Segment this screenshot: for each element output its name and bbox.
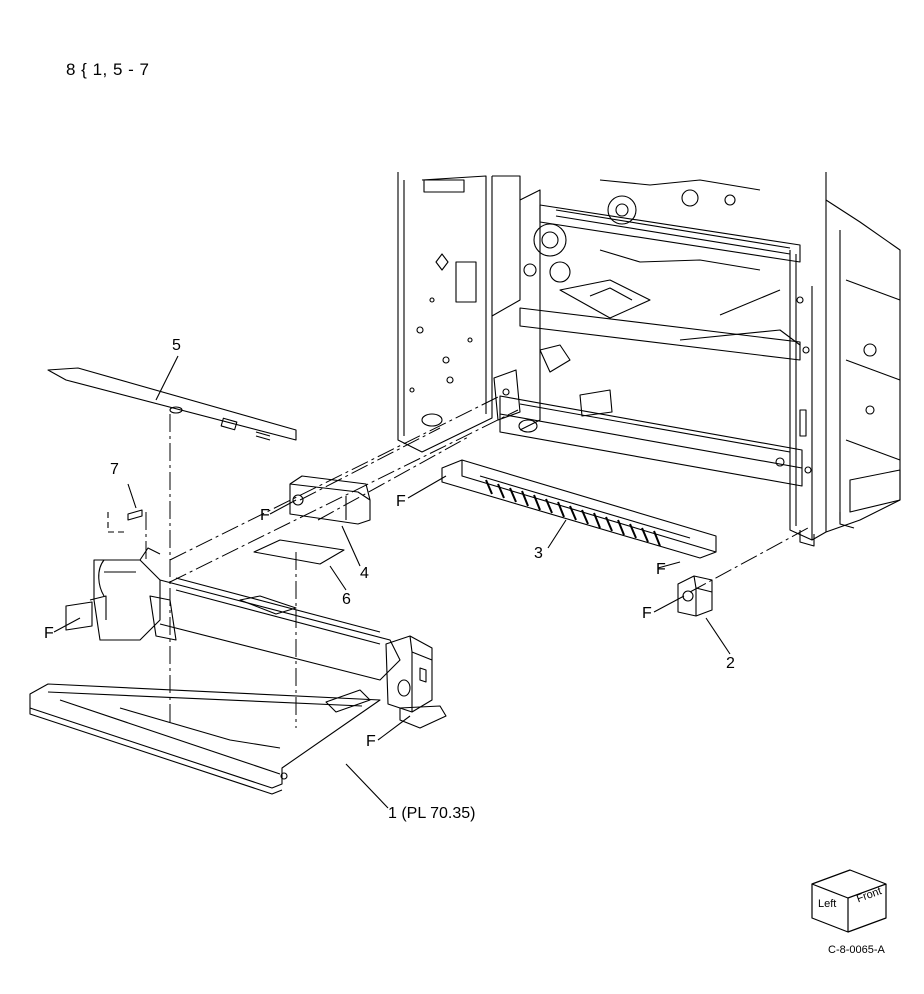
part-5-label-strip <box>47 355 297 441</box>
fastener-label: F <box>656 561 666 578</box>
callout-4: 4 <box>360 565 369 582</box>
header-reference: 8 { 1, 5 - 7 <box>66 60 150 79</box>
fastener-label: F <box>260 507 270 524</box>
part-2-block <box>677 575 731 655</box>
callout-2: 2 <box>726 655 735 672</box>
alignment-lines <box>145 395 809 728</box>
orientation-left-label: Left <box>818 898 837 910</box>
figure-id: C-8-0065-A <box>828 944 885 956</box>
callout-5: 5 <box>172 337 181 354</box>
part-7-clip <box>107 483 143 533</box>
part-1-tray-assembly <box>29 547 447 809</box>
fastener-label: F <box>396 493 406 510</box>
callout-1: 1 (PL 70.35) <box>388 805 476 822</box>
part-3-rail <box>441 459 717 559</box>
fastener-leaders <box>53 475 685 741</box>
callout-6: 6 <box>342 591 351 608</box>
callout-7: 7 <box>110 461 119 478</box>
fastener-label: F <box>366 733 376 750</box>
fastener-label: F <box>642 605 652 622</box>
orientation-cube <box>811 869 887 933</box>
callout-3: 3 <box>534 545 543 562</box>
part-4-cover <box>289 475 371 567</box>
part-6-label-sheet <box>253 539 347 591</box>
fastener-label: F <box>44 625 54 642</box>
machine-frame <box>397 172 901 547</box>
